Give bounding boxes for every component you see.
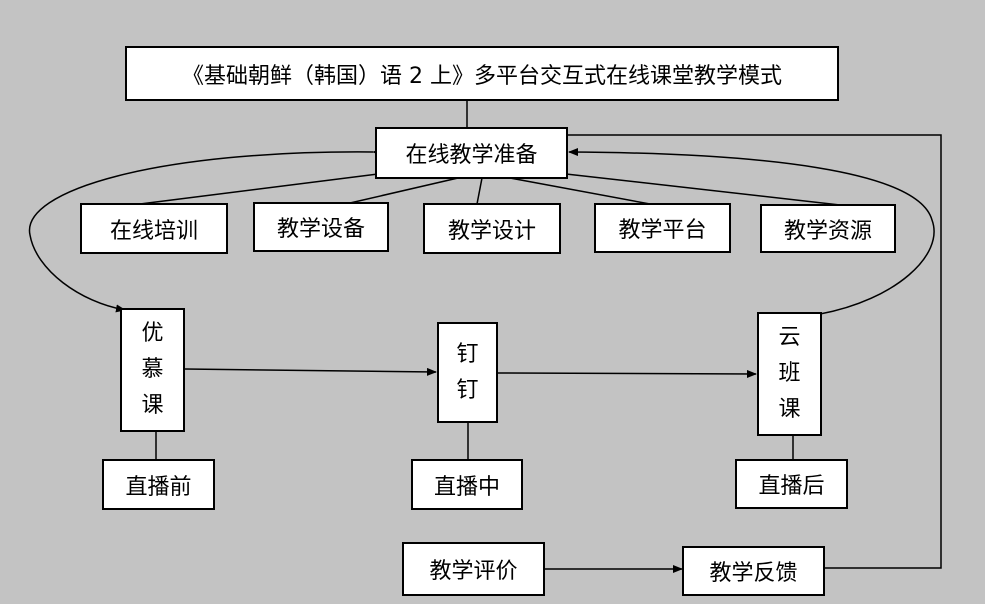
prep-item-line-3: [476, 177, 483, 205]
prep-box: 在线教学准备: [375, 127, 568, 179]
prep-item-label: 教学设计: [447, 218, 536, 244]
right-loop-arrow: [568, 148, 935, 315]
prep-item-label: 教学平台: [618, 218, 707, 243]
stage-after-live: 直播后: [735, 459, 848, 509]
prep-item-line-1: [139, 173, 379, 205]
arrow-dingding-yunbanke: [496, 369, 757, 378]
prep-item-platform: 教学平台: [594, 203, 731, 253]
stage-label: 直播中: [433, 474, 500, 500]
stage-label: 直播后: [758, 474, 825, 499]
platform-dingding: 钉钉: [437, 322, 498, 423]
platform-label: 优慕课: [141, 321, 164, 418]
stage-during-live: 直播中: [411, 459, 523, 510]
platform-youmuke: 优慕课: [120, 308, 185, 432]
prep-item-label: 教学设备: [276, 217, 365, 242]
prep-item-design: 教学设计: [423, 203, 561, 254]
title-box: 《基础朝鲜（韩国）语 2 上》多平台交互式在线课堂教学模式: [125, 46, 839, 101]
prep-item-line-5: [565, 173, 841, 206]
arrow-youmuke-dingding: [184, 367, 437, 376]
prep-item-training: 在线培训: [80, 203, 228, 254]
platform-label: 云班课: [778, 325, 801, 422]
stage-label: 直播前: [125, 474, 192, 500]
stage-before-live: 直播前: [102, 459, 215, 510]
feedback-label: 教学反馈: [709, 561, 798, 586]
feedback-box: 教学反馈: [682, 546, 825, 596]
left-loop-arrow: [28, 148, 383, 313]
prep-item-equipment: 教学设备: [253, 202, 389, 252]
prep-item-label: 在线培训: [109, 218, 198, 244]
diagram-title: 《基础朝鲜（韩国）语 2 上》多平台交互式在线课堂教学模式: [182, 63, 782, 89]
evaluation-label: 教学评价: [429, 559, 518, 584]
evaluation-box: 教学评价: [402, 542, 545, 596]
prep-item-line-4: [509, 177, 651, 205]
prep-item-resources: 教学资源: [760, 204, 896, 253]
platform-yunbanke: 云班课: [757, 312, 822, 436]
prep-item-line-2: [349, 177, 459, 204]
platform-label: 钉钉: [456, 341, 479, 403]
prep-label: 在线教学准备: [405, 143, 538, 168]
prep-item-label: 教学资源: [783, 218, 872, 244]
